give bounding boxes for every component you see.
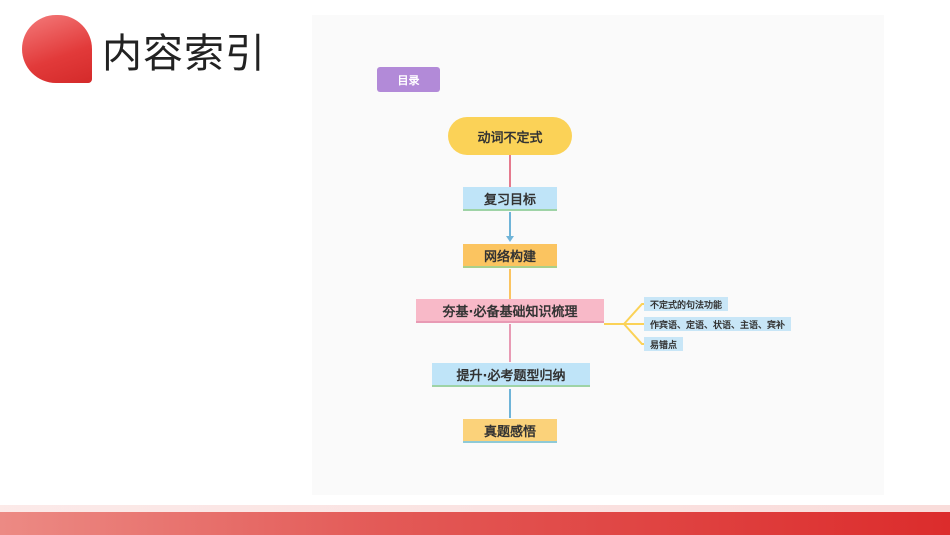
mindmap-panel [312,15,884,495]
connector-advance-to-exam [509,389,511,418]
step-node-exam: 真题感悟 [463,419,557,443]
connector-network-to-basics [509,269,511,299]
branch-node-syntax: 不定式的句法功能 [644,297,729,311]
branch-node-pitfalls: 易错点 [644,337,684,351]
page-title: 内容索引 [102,31,266,77]
root-node: 动词不定式 [448,117,572,155]
step-node-basics: 夯基·必备基础知识梳理 [416,299,604,323]
step-node-goals: 复习目标 [463,187,557,211]
footer-bar [0,512,950,535]
connector-basics-to-advance [509,324,511,362]
toc-tag: 目录 [377,67,440,92]
connector-goal-to-network [509,212,511,238]
branch-trunk [604,323,624,325]
arrow-head-icon [506,236,514,242]
step-node-network: 网络构建 [463,244,557,268]
footer-bar-highlight [0,505,950,512]
connector-root-to-goal [509,155,511,187]
step-node-advance: 提升·必考题型归纳 [432,363,590,387]
title-decoration-shape [22,15,92,83]
branch-node-functions: 作宾语、定语、状语、主语、宾补 [644,317,792,331]
